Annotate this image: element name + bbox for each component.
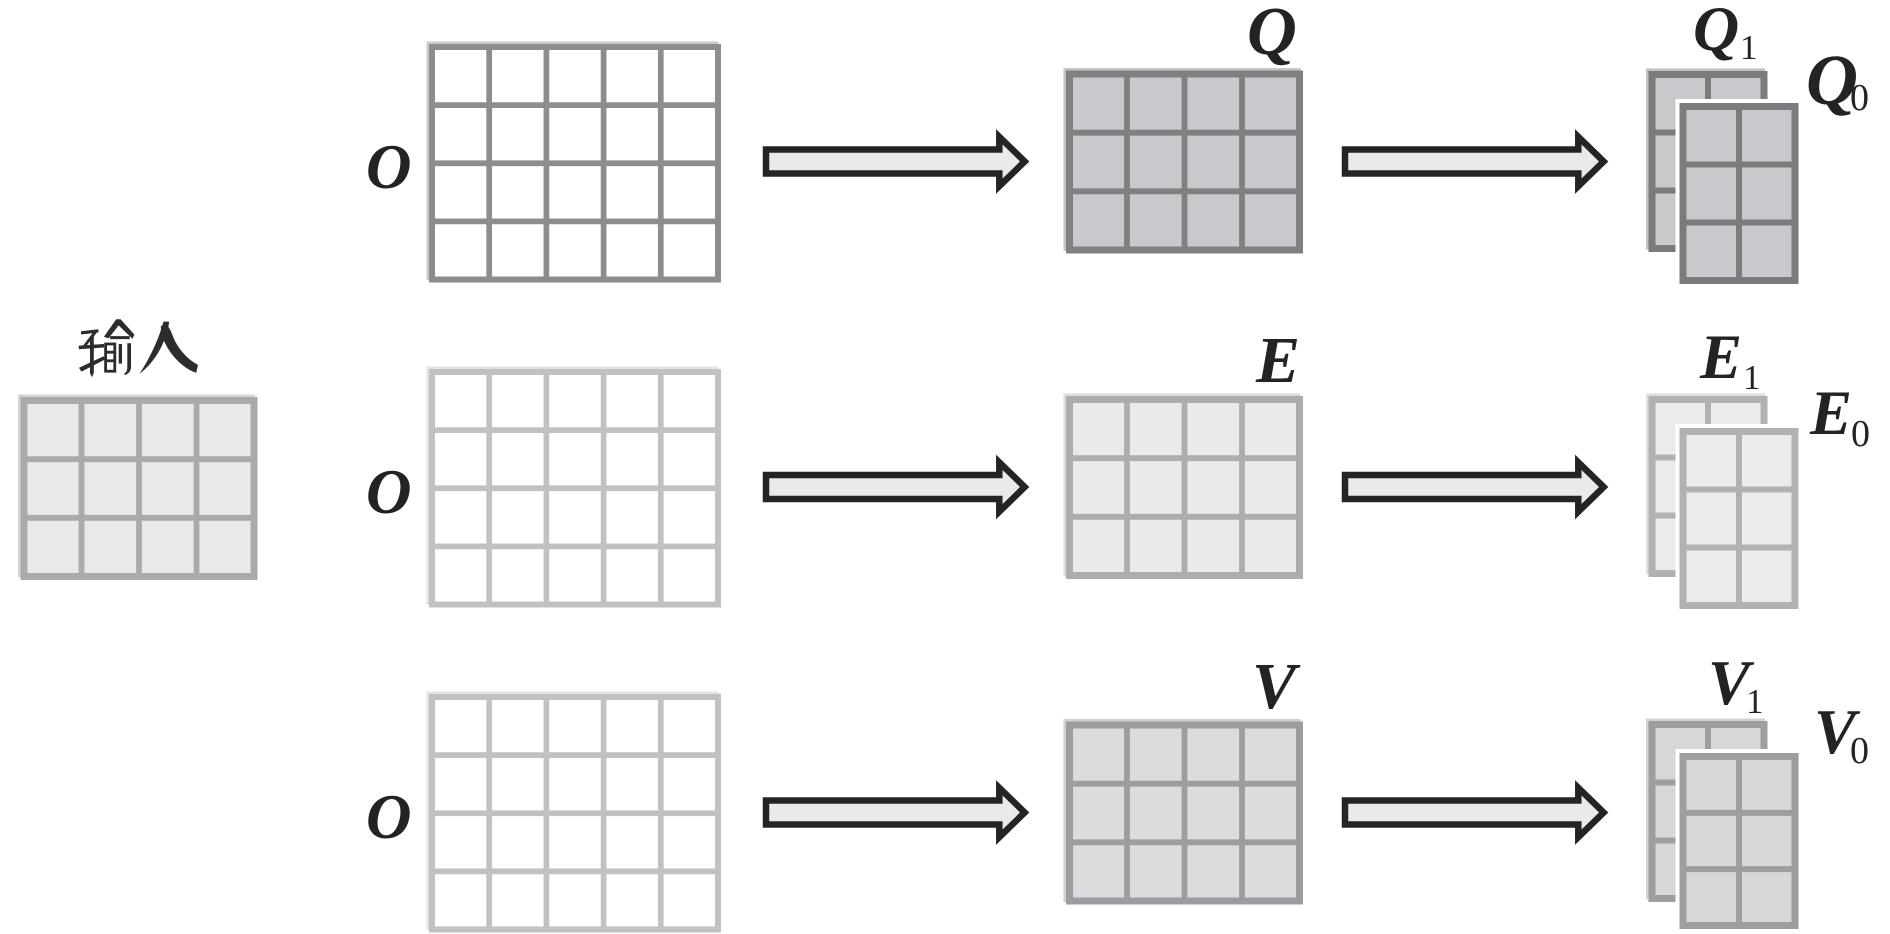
svg-text:E: E (1809, 378, 1852, 448)
svg-text:1: 1 (1746, 682, 1764, 721)
svg-text:1: 1 (1740, 28, 1758, 67)
svg-text:Q: Q (1247, 0, 1297, 69)
svg-text:0: 0 (1850, 730, 1869, 772)
svg-text:1: 1 (1743, 358, 1761, 397)
svg-text:O: O (366, 457, 412, 527)
svg-text:V: V (1708, 648, 1755, 718)
svg-text:0: 0 (1851, 413, 1870, 455)
svg-text:E: E (1255, 324, 1300, 397)
svg-text:O: O (366, 782, 412, 852)
svg-text:Q: Q (1693, 0, 1739, 64)
svg-text:Q: Q (1806, 40, 1858, 120)
svg-text:V: V (1252, 650, 1301, 723)
svg-text:O: O (366, 132, 412, 202)
svg-text:0: 0 (1850, 77, 1869, 119)
svg-text:V: V (1814, 697, 1861, 767)
svg-text:E: E (1699, 322, 1742, 392)
